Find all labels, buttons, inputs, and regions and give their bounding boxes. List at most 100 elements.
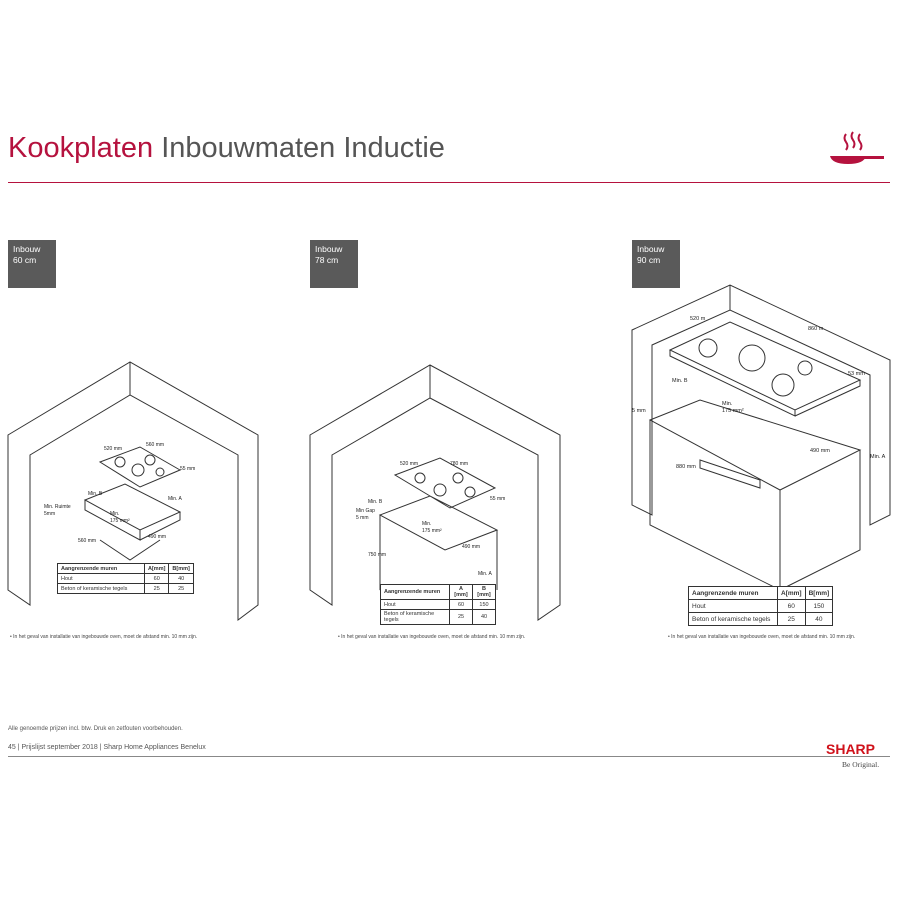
dim-label: 55 mm — [490, 496, 505, 502]
table-cell: 25 — [168, 583, 194, 594]
dim-label: 490 mm — [148, 534, 166, 540]
sharp-logo: SHARP — [826, 741, 876, 757]
dim-label: Min. — [422, 521, 431, 527]
table-cell: 60 — [777, 599, 806, 613]
label-line: Inbouw — [637, 244, 665, 254]
table-cell: A[mm] — [143, 563, 170, 574]
label-line: 78 cm — [315, 255, 339, 265]
dim-label: Min. B — [672, 378, 688, 384]
dim-label: 55 mm — [180, 466, 195, 472]
dim-label: 5 mm — [356, 515, 369, 521]
hob-60 — [83, 446, 182, 541]
dim-label: Min. Ruimte — [44, 504, 71, 510]
table-cell: A[mm] — [777, 586, 806, 600]
table-cell: B[mm] — [804, 586, 834, 600]
price-disclaimer: Alle genoemde prijzen incl. btw. Druk en… — [8, 726, 183, 732]
dim-label: 520 mm — [400, 461, 418, 467]
page-title: Kookplaten Inbouwmaten Inductie — [8, 132, 445, 165]
table-cell: 150 — [804, 599, 834, 613]
page-footer-info: 45 | Prijslijst september 2018 | Sharp H… — [8, 744, 206, 751]
label-line: 90 cm — [637, 255, 661, 265]
table-cell: Hout — [380, 599, 450, 610]
table-cell: 60 — [143, 573, 170, 584]
dim-label: Min. A — [168, 496, 183, 502]
dim-label: 560 mm — [146, 442, 164, 448]
table-cell: 40 — [804, 612, 834, 626]
dim-label: Min. A — [478, 571, 493, 577]
frying-pan-icon — [830, 131, 884, 164]
title-accent: Kookplaten — [8, 132, 154, 164]
table-cell: B[mm] — [168, 563, 194, 574]
dim-label: 490 mm — [810, 448, 830, 454]
dim-label: Min. — [110, 511, 119, 517]
hob-90 — [668, 321, 862, 417]
footnote-78: • In het geval van installatie van ingeb… — [338, 634, 526, 640]
dimension-labels-78: 520 mm 780 mm Min. B Min Gap 5 mm Min. 1… — [356, 461, 505, 577]
dim-label: Min. B — [368, 499, 383, 505]
label-line: Inbouw — [13, 244, 41, 254]
dim-label: Min Gap — [356, 508, 375, 514]
hob-78 — [378, 457, 499, 590]
table-cell: 25 — [449, 609, 473, 625]
header-divider — [8, 182, 890, 183]
dim-label: 5mm — [44, 511, 55, 517]
table-cell: Beton of keramische tegels — [57, 583, 145, 594]
table-cell: 150 — [472, 599, 496, 610]
footer-divider — [8, 756, 890, 757]
dimension-labels-60: 520 mm 560 mm Min. B Min. A Min. Ruimte … — [44, 442, 195, 544]
dimension-labels-90: 520 m 860 m Min. B 5 mm Min. 175 mm² 490… — [632, 316, 886, 470]
footnote-90: • In het geval van installatie van ingeb… — [668, 634, 856, 640]
table-cell: Aangrenzende muren — [57, 563, 145, 574]
label-line: 60 cm — [13, 255, 37, 265]
brand-tagline: Be Original. — [842, 760, 880, 769]
wall-60 — [7, 361, 259, 621]
dim-label: 880 mm — [676, 464, 696, 470]
dim-label: Min. A — [870, 454, 886, 460]
table-cell: Beton of keramische tegels — [688, 612, 778, 626]
dim-label: 490 mm — [462, 544, 480, 550]
table-cell: 40 — [472, 609, 496, 625]
dim-label: 780 mm — [450, 461, 468, 467]
dim-label: 560 mm — [78, 538, 96, 544]
table-cell: 25 — [777, 612, 806, 626]
dim-label: 860 m — [808, 326, 824, 332]
label-line: Inbouw — [315, 244, 343, 254]
table-cell: Aangrenzende muren — [688, 586, 778, 600]
table-cell: A [mm] — [449, 584, 473, 600]
table-cell: B [mm] — [472, 584, 496, 600]
cabinet-90 — [648, 399, 862, 591]
table-cell: 40 — [168, 573, 194, 584]
table-cell: Hout — [688, 599, 778, 613]
dim-label: Min. — [722, 401, 733, 407]
dim-label: 53 mm — [848, 371, 865, 377]
table-cell: 25 — [143, 583, 170, 594]
table-cell: 60 — [449, 599, 473, 610]
title-rest: Inbouwmaten Inductie — [161, 132, 445, 164]
dim-label: 5 mm — [632, 408, 646, 414]
dim-label: Min. B — [88, 491, 103, 497]
dim-label: 520 m — [690, 316, 706, 322]
table-cell: Aangrenzende muren — [380, 584, 450, 600]
dim-label: 750 mm — [368, 552, 386, 558]
footnote-60: • In het geval van installatie van ingeb… — [10, 634, 198, 640]
wall-90 — [631, 284, 891, 526]
dim-label: 175 mm² — [422, 528, 442, 534]
dim-label: 175 mm² — [110, 518, 130, 524]
